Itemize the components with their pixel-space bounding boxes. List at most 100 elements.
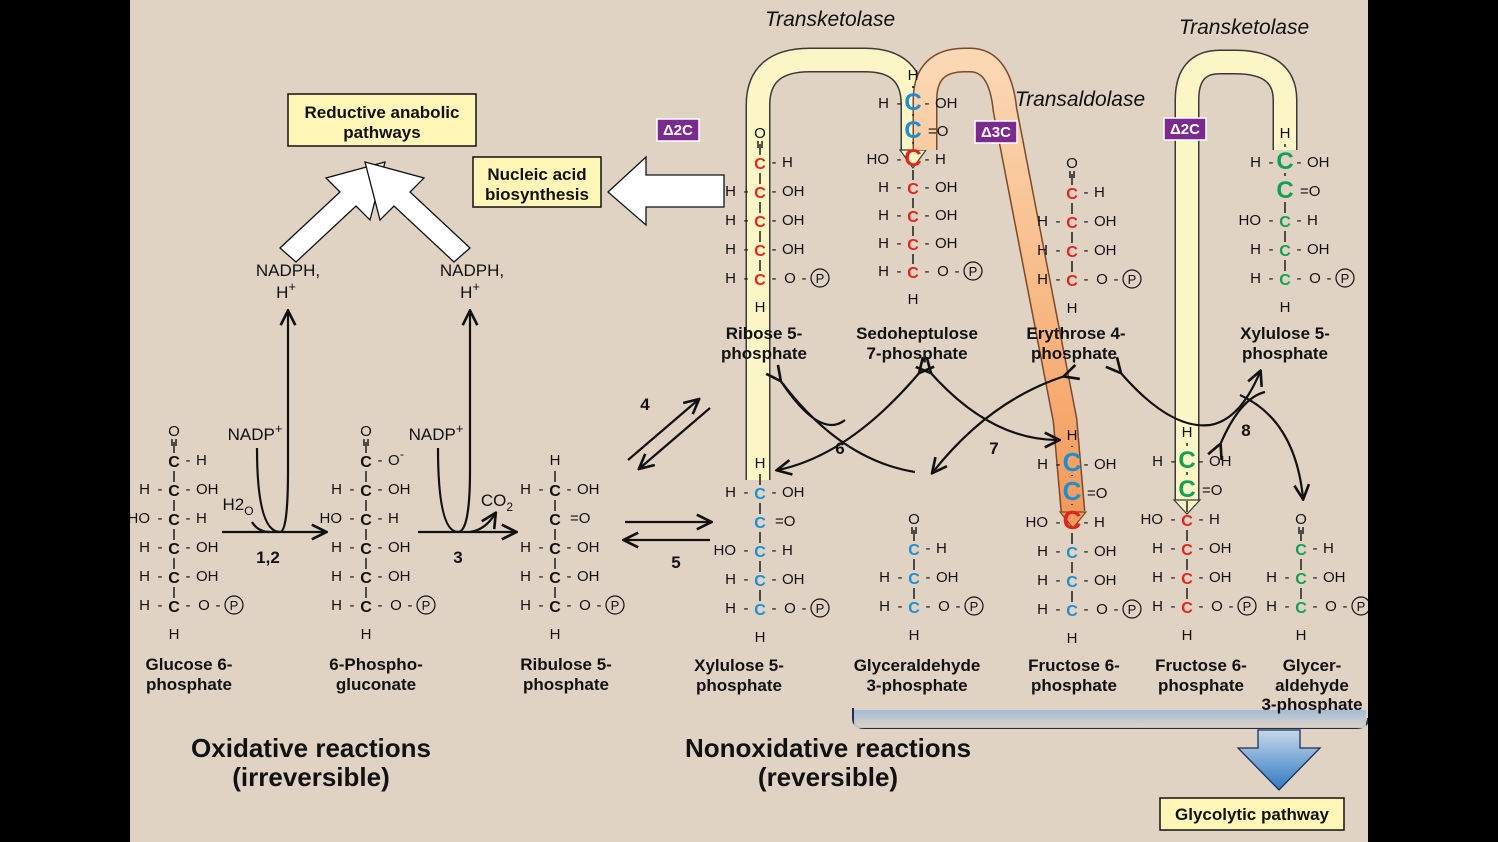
atom-label: - bbox=[539, 481, 544, 498]
atom-label: =O bbox=[1300, 183, 1320, 200]
atom-label: H bbox=[879, 569, 890, 586]
glycolytic-bracket bbox=[852, 708, 1368, 729]
enzyme-transketolase-2: Transketolase bbox=[1179, 16, 1309, 39]
atom-label: - bbox=[350, 481, 355, 498]
atom-label: - bbox=[744, 484, 749, 501]
atom-label: OH bbox=[577, 568, 600, 585]
atom-label: - bbox=[158, 568, 163, 585]
compound-label-ribose5p: Ribose 5- phosphate bbox=[721, 324, 807, 363]
svg-text:Glycer-: Glycer- bbox=[1283, 656, 1342, 675]
atom-label: OH bbox=[782, 183, 805, 200]
atom-label: - bbox=[1297, 270, 1302, 287]
atom-label: OH bbox=[1094, 456, 1117, 473]
atom-label: - bbox=[186, 568, 191, 585]
atom-label: - bbox=[1297, 212, 1302, 229]
nadp-label-1: NADP+ bbox=[228, 421, 283, 444]
phosphate-label: P bbox=[816, 601, 825, 616]
atom-label: H bbox=[520, 481, 531, 498]
transfer-badge-2c-right: Δ2C bbox=[1163, 117, 1207, 141]
atom-label: - bbox=[1056, 213, 1061, 230]
carbon-atom: C bbox=[1063, 476, 1082, 506]
atom-label: H bbox=[1152, 453, 1163, 470]
atom-label: H bbox=[755, 629, 766, 646]
atom-label: - bbox=[897, 235, 902, 252]
carbon-atom: C bbox=[1181, 542, 1193, 559]
atom-label: - bbox=[1199, 453, 1204, 470]
svg-text:biosynthesis: biosynthesis bbox=[485, 185, 589, 204]
carbon-atom: C bbox=[1178, 476, 1195, 503]
atom-label: H bbox=[388, 510, 399, 527]
atom-label: H bbox=[782, 542, 793, 559]
atom-label: H bbox=[331, 597, 342, 614]
atom-label: OH bbox=[935, 235, 958, 252]
transaldolase-channel bbox=[912, 47, 1088, 529]
svg-text:Reductive anabolic: Reductive anabolic bbox=[305, 103, 460, 122]
atom-label: - bbox=[956, 598, 961, 615]
atom-label: - bbox=[1084, 271, 1089, 288]
carbon-atom: C bbox=[1276, 148, 1293, 175]
atom-label: - bbox=[1269, 154, 1274, 171]
atom-label: HO bbox=[1026, 514, 1049, 531]
carbon-atom: C bbox=[1279, 272, 1291, 289]
svg-text:Δ2C: Δ2C bbox=[1170, 121, 1200, 138]
atom-label: H bbox=[550, 452, 561, 469]
atom-label: OH bbox=[388, 568, 411, 585]
atom-label: OH bbox=[935, 179, 958, 196]
carbon-atom: C bbox=[168, 541, 180, 558]
atom-label: H bbox=[1152, 569, 1163, 586]
phosphate-label: P bbox=[1128, 272, 1137, 287]
atom-label: OH bbox=[1094, 242, 1117, 259]
atom-label: H bbox=[1067, 630, 1078, 647]
nadph-label-1: NADPH, H+ bbox=[256, 261, 320, 302]
atom-label: H bbox=[908, 291, 919, 308]
atom-label: H bbox=[1152, 598, 1163, 615]
svg-text:H+: H+ bbox=[276, 279, 296, 302]
atom-label: - bbox=[1056, 242, 1061, 259]
compound-label-erythrose4p: Erythrose 4- phosphate bbox=[1026, 324, 1125, 363]
transfer-badge-2c-left: Δ2C bbox=[656, 118, 700, 142]
atom-label: O bbox=[198, 597, 210, 614]
svg-text:Xylulose 5-: Xylulose 5- bbox=[1240, 324, 1330, 343]
carbon-atom: C bbox=[754, 272, 766, 289]
phosphate-circle bbox=[964, 596, 984, 616]
atom-label: - bbox=[1199, 598, 1204, 615]
atom-label: - bbox=[539, 568, 544, 585]
atom-label: H bbox=[331, 568, 342, 585]
svg-text:(reversible): (reversible) bbox=[758, 762, 898, 792]
atom-label: O bbox=[388, 452, 400, 469]
atom-label: - bbox=[1084, 572, 1089, 589]
atom-label: OH bbox=[196, 481, 219, 498]
svg-text:Glucose 6-: Glucose 6- bbox=[146, 655, 233, 674]
atom-label: - bbox=[378, 481, 383, 498]
atom-label: - bbox=[925, 151, 930, 168]
phosphate-label: P bbox=[1341, 271, 1350, 286]
svg-text:Oxidative reactions: Oxidative reactions bbox=[191, 733, 431, 763]
svg-text:Ribulose 5-: Ribulose 5- bbox=[520, 655, 612, 674]
atom-label: HO bbox=[867, 151, 890, 168]
atom-label: H bbox=[879, 598, 890, 615]
atom-label: OH bbox=[782, 484, 805, 501]
atom-label: O bbox=[937, 263, 949, 280]
carbon-atom: C bbox=[754, 185, 766, 202]
svg-text:Fructose 6-: Fructose 6- bbox=[1028, 656, 1120, 675]
atom-label: - bbox=[1084, 543, 1089, 560]
atom-label: - bbox=[802, 600, 807, 617]
compound-label-ribulose5p: Ribulose 5- phosphate bbox=[520, 655, 612, 694]
carbon-atom: C bbox=[549, 570, 561, 587]
atom-label: - bbox=[378, 510, 383, 527]
reaction-1-2-arrows bbox=[222, 312, 325, 532]
atom-label: OH bbox=[577, 539, 600, 556]
svg-text:phosphate: phosphate bbox=[721, 344, 807, 363]
atom-label: - bbox=[1084, 456, 1089, 473]
phosphate-circle bbox=[810, 268, 830, 288]
atom-label: H bbox=[520, 539, 531, 556]
svg-text:phosphate: phosphate bbox=[523, 675, 609, 694]
atom-label: - bbox=[158, 539, 163, 556]
section-title-nonoxidative: Nonoxidative reactions (reversible) bbox=[685, 733, 971, 792]
compound-label-ga3p-right: Glycer- aldehyde 3-phosphate bbox=[1261, 656, 1362, 714]
atom-label: - bbox=[350, 568, 355, 585]
phosphate-label: P bbox=[611, 598, 620, 613]
atom-label: - bbox=[1084, 514, 1089, 531]
atom-label: - bbox=[744, 542, 749, 559]
phosphate-circle bbox=[1122, 269, 1142, 289]
